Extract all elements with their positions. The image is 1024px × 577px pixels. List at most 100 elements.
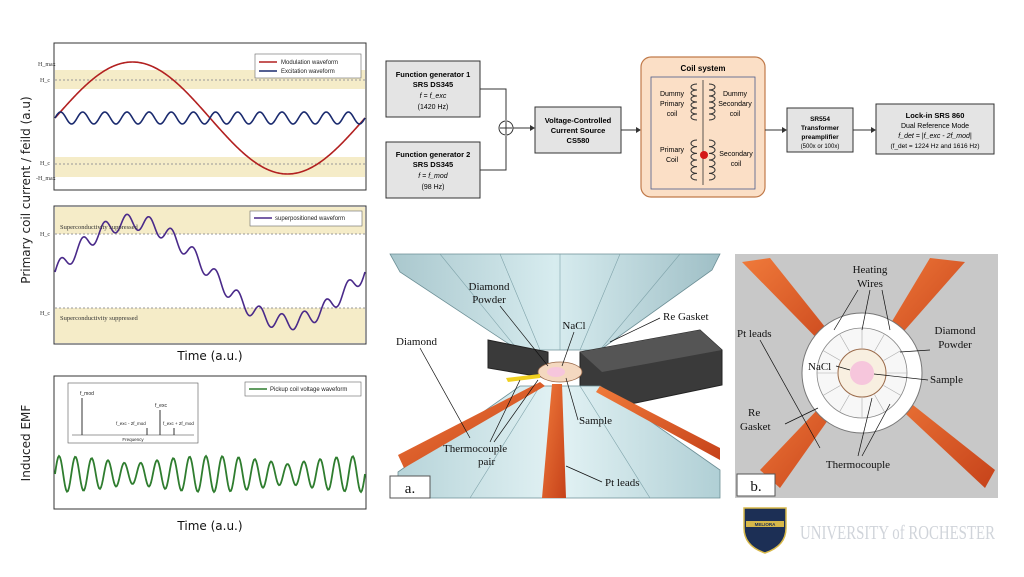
gasket-spoke: [839, 394, 850, 413]
b-sample-label: Sample: [930, 374, 963, 386]
preamp-line3: preamplifier: [801, 134, 839, 141]
lockin-line4: (f_det = 1224 Hz and 1616 Hz): [890, 143, 979, 150]
logo-text: UNIVERSITY of ROCHESTER: [800, 522, 995, 544]
preamp-line4: (500x or 100x): [801, 144, 840, 150]
a-diamond-powder-1: Diamond: [469, 281, 510, 293]
top-legend: Modulation waveform Excitation waveform: [254, 53, 362, 79]
coil-secondary-1: Secondary: [719, 151, 753, 158]
thermocouple-yellow: [506, 374, 540, 382]
lockin-box: [875, 103, 995, 155]
middle-plot: Superconductivity suppressed Superconduc…: [40, 205, 367, 363]
lockin-line2: Dual Reference Mode: [901, 123, 969, 130]
middle-xlabel: Time (a.u.): [176, 349, 242, 363]
annotation-suppressed-top: Superconductivity suppressed: [60, 224, 139, 231]
lockin-line1: Lock-in SRS 860: [906, 111, 965, 120]
vccs-line3: CS580: [567, 136, 590, 145]
b-pt-leads: Pt leads: [737, 328, 772, 340]
a-thermocouple-2: pair: [478, 456, 495, 468]
a-pt-leads: Pt leads: [605, 477, 640, 489]
fg2-formula: f = f_mod: [418, 173, 448, 180]
fg1-box: [385, 60, 481, 118]
coil-primary-2: Coil: [666, 157, 679, 164]
b-diamond-powder-1: Diamond: [935, 325, 976, 337]
panel-b-tag: b.: [750, 479, 761, 495]
coil-dummy-secondary-1: Dummy: [723, 91, 748, 98]
b-nacl: NaCl: [808, 361, 831, 373]
a-diamond-powder-2: Powder: [472, 294, 506, 306]
sample-dot: [700, 151, 708, 159]
coil-dummy-primary-3: coil: [667, 111, 678, 118]
lockin-line3: f_det = |f_exc - 2f_mod|: [898, 133, 972, 140]
excitation-waveform: [54, 111, 366, 125]
fg2-box: [385, 141, 481, 199]
superpositioned-waveform: [54, 213, 366, 331]
coil-windings: [690, 83, 716, 181]
fg1-title2: SRS DS345: [413, 80, 453, 89]
legend-superpositioned: superpositioned waveform: [275, 216, 345, 222]
a-thermocouple-1: Thermocouple: [443, 443, 507, 455]
gasket-spoke: [839, 333, 850, 352]
pickup-voltage-waveform: [54, 454, 366, 494]
annotation-suppressed-bottom: Superconductivity suppressed: [60, 315, 139, 322]
preamp-line2: Transformer: [801, 125, 839, 132]
coil-dummy-primary-1: Dummy: [660, 91, 685, 98]
pt-lead-bottom: [542, 384, 566, 498]
y-axis-label: Primary coil current / feild (a.u): [19, 96, 33, 283]
tick-hc-bottom: H_c: [40, 161, 50, 167]
coil-dummy-secondary-3: coil: [730, 111, 741, 118]
fg1-freq: (1420 Hz): [418, 104, 449, 111]
fg2-title2: SRS DS345: [413, 160, 453, 169]
fg1-title1: Function generator 1: [396, 70, 471, 79]
a-nacl: NaCl: [562, 320, 585, 332]
b-gasket: Gasket: [740, 421, 771, 433]
coil-secondary-2: coil: [731, 161, 742, 168]
inset-label-fexc: f_exc: [155, 403, 167, 409]
pt-lead-right: [596, 386, 720, 460]
b-heating-1: Heating: [853, 264, 888, 276]
bottom-xlabel: Time (a.u.): [176, 519, 242, 533]
block-diagram: Function generator 1 SRS DS345 f = f_exc…: [385, 56, 995, 199]
legend-modulation: Modulation waveform: [281, 60, 338, 66]
inset-label-fexc-plus: f_exc + 2f_mod: [163, 421, 194, 426]
fg1-formula: f = f_exc: [420, 93, 447, 100]
legend-excitation: Excitation waveform: [281, 69, 335, 75]
panel-b: Heating Wires Pt leads Diamond Powder Na…: [735, 254, 998, 498]
inset-label-fmod: f_mod: [80, 391, 94, 397]
coil-title: Coil system: [681, 64, 726, 73]
tick-hc-mid-bottom: H_c: [40, 311, 50, 317]
vccs-box: [534, 106, 622, 154]
gasket-spoke: [883, 385, 902, 396]
gasket-spoke: [822, 385, 841, 396]
panel-a-tag: a.: [405, 481, 415, 497]
a-diamond: Diamond: [396, 336, 437, 348]
fg2-freq: (98 Hz): [422, 184, 445, 191]
b-thermocouple: Thermocouple: [826, 459, 890, 471]
bottom-plot: Induced EMF Time (a.u.) Pickup coil volt…: [19, 375, 367, 533]
b-diamond-powder-2: Powder: [938, 339, 972, 351]
b-re: Re: [748, 407, 760, 419]
spectrum-inset: f_mod f_exc - 2f_mod f_exc f_exc + 2f_mo…: [67, 382, 199, 444]
preamp-box: [786, 107, 854, 153]
coil-primary-1: Primary: [660, 147, 685, 154]
middle-legend: superpositioned waveform: [249, 210, 363, 227]
inset-label-fexc-minus: f_exc - 2f_mod: [116, 421, 146, 426]
b-heating-2: Wires: [857, 278, 883, 290]
a-sample: Sample: [579, 415, 612, 427]
coil-dummy-primary-2: Primary: [660, 101, 685, 108]
legend-pickup: Pickup coil voltage waveform: [270, 387, 347, 393]
gasket-spoke: [874, 394, 885, 413]
fg2-title1: Function generator 2: [396, 150, 471, 159]
panel-a: Diamond Powder NaCl Re Gasket Diamond Th…: [388, 253, 723, 499]
middle-band-lower: [55, 308, 365, 343]
a-re-gasket: Re Gasket: [663, 311, 709, 323]
vccs-line1: Voltage-Controlled: [545, 116, 612, 125]
inset-xlabel: Frequency: [122, 437, 144, 442]
top-plot: H_max H_c H_c -H_max Modulation waveform…: [36, 42, 367, 191]
tick-hc-mid-top: H_c: [40, 232, 50, 238]
tick-neg-hmax: -H_max: [36, 176, 56, 182]
tick-hc-top: H_c: [40, 78, 50, 84]
gasket-spoke: [883, 350, 902, 361]
top-band-lower: [55, 157, 365, 177]
bottom-legend: Pickup coil voltage waveform: [244, 381, 362, 397]
